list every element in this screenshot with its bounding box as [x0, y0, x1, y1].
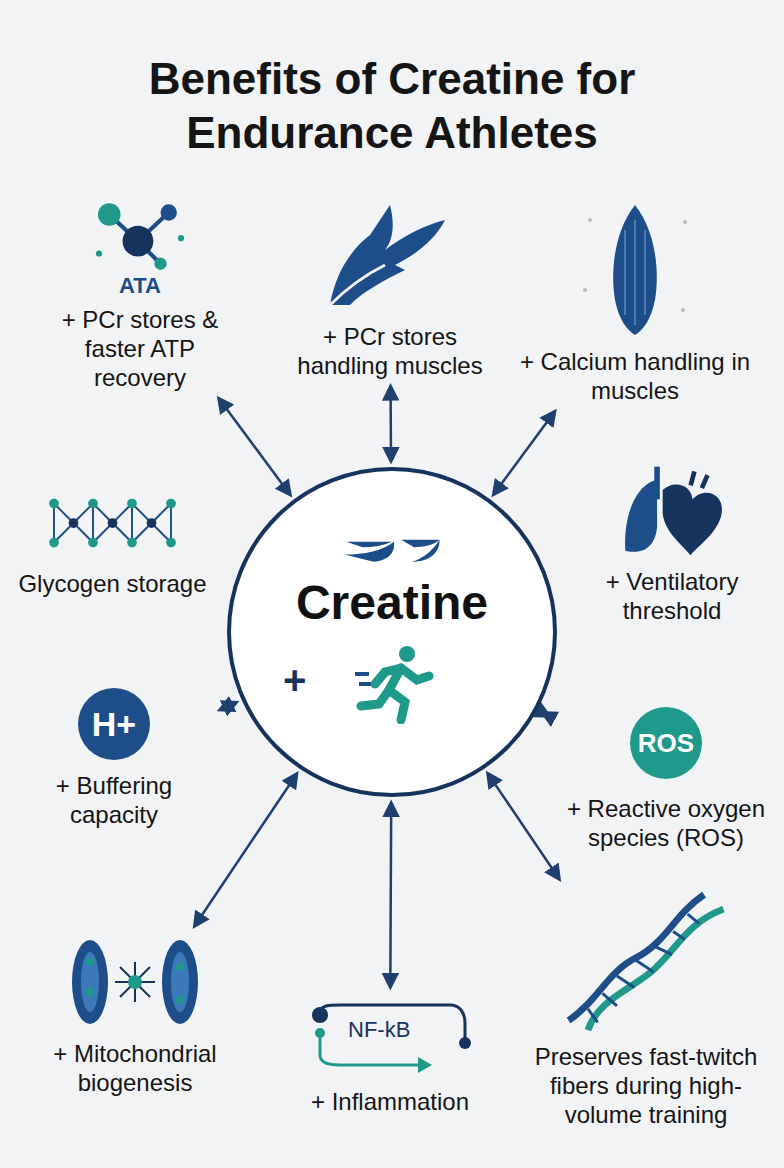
logo-art [337, 529, 447, 569]
runner-row: + [231, 644, 553, 724]
icon-art [10, 484, 215, 562]
item-icon [572, 462, 772, 560]
plus-sign: + [283, 658, 306, 703]
item-icon [515, 885, 777, 1035]
icon-text: H+ [78, 688, 150, 760]
benefit-item: H+ + Buffering capacity [14, 686, 214, 830]
double-arrow [389, 387, 392, 461]
item-icon [10, 484, 215, 562]
double-arrow [220, 702, 236, 709]
double-arrow [494, 412, 555, 495]
icon-art [40, 192, 240, 274]
icon-art [515, 885, 777, 1035]
item-label: Preserves fast-twitch fibers during high… [515, 1043, 777, 1129]
item-label: + Buffering capacity [14, 772, 214, 830]
item-icon [515, 200, 755, 340]
item-icon: H+ [14, 686, 214, 762]
icon-art [285, 195, 495, 315]
item-icon [285, 195, 495, 315]
icon-text: ROS [630, 707, 702, 779]
item-label: + PCr stores & faster ATP recovery [40, 306, 240, 392]
item-icon [40, 192, 240, 274]
item-label: + Reactive oxygen species (ROS) [555, 795, 777, 853]
item-label: + Ventilatory threshold [572, 568, 772, 626]
center-circle: Creatine + [227, 467, 557, 797]
benefit-item: Preserves fast-twitch fibers during high… [515, 885, 777, 1129]
item-icon: NF-kB [295, 993, 485, 1078]
benefit-item: + Ventilatory threshold [572, 462, 772, 626]
item-icon [30, 932, 240, 1032]
item-label: Glycogen storage [10, 570, 215, 599]
icon-art [30, 932, 240, 1032]
center-title: Creatine [231, 577, 553, 630]
diagram-title: Benefits of Creatine for Endurance Athle… [30, 52, 754, 159]
benefit-item: + Calcium handling in muscles [515, 200, 755, 406]
item-label: + Inflammation [295, 1088, 485, 1117]
icon-text: ATA [40, 274, 240, 298]
benefit-item: ROS + Reactive oxygen species (ROS) [555, 705, 777, 853]
double-arrow [543, 713, 549, 716]
icon-art [572, 462, 772, 560]
item-label: + PCr stores handling muscles [285, 323, 495, 381]
icon-text: NF-kB [345, 1017, 413, 1043]
runner-icon [351, 644, 441, 724]
benefit-item: ATA + PCr stores & faster ATP recovery [40, 192, 240, 393]
double-arrow [389, 803, 392, 987]
double-arrow [219, 399, 290, 495]
item-icon: ROS [555, 705, 777, 785]
item-label: + Calcium handling in muscles [515, 348, 755, 406]
benefit-item: Glycogen storage [10, 484, 215, 599]
icon-art [515, 200, 755, 340]
double-arrow [195, 774, 297, 926]
benefit-item: + PCr stores handling muscles [285, 195, 495, 381]
double-arrow [488, 774, 559, 879]
benefit-item: + Mitochondrial biogenesis [30, 932, 240, 1098]
item-label: + Mitochondrial biogenesis [30, 1040, 240, 1098]
benefit-item: NF-kB + Inflammation [295, 993, 485, 1117]
logo-mark [231, 529, 553, 577]
runner-art [351, 644, 441, 724]
